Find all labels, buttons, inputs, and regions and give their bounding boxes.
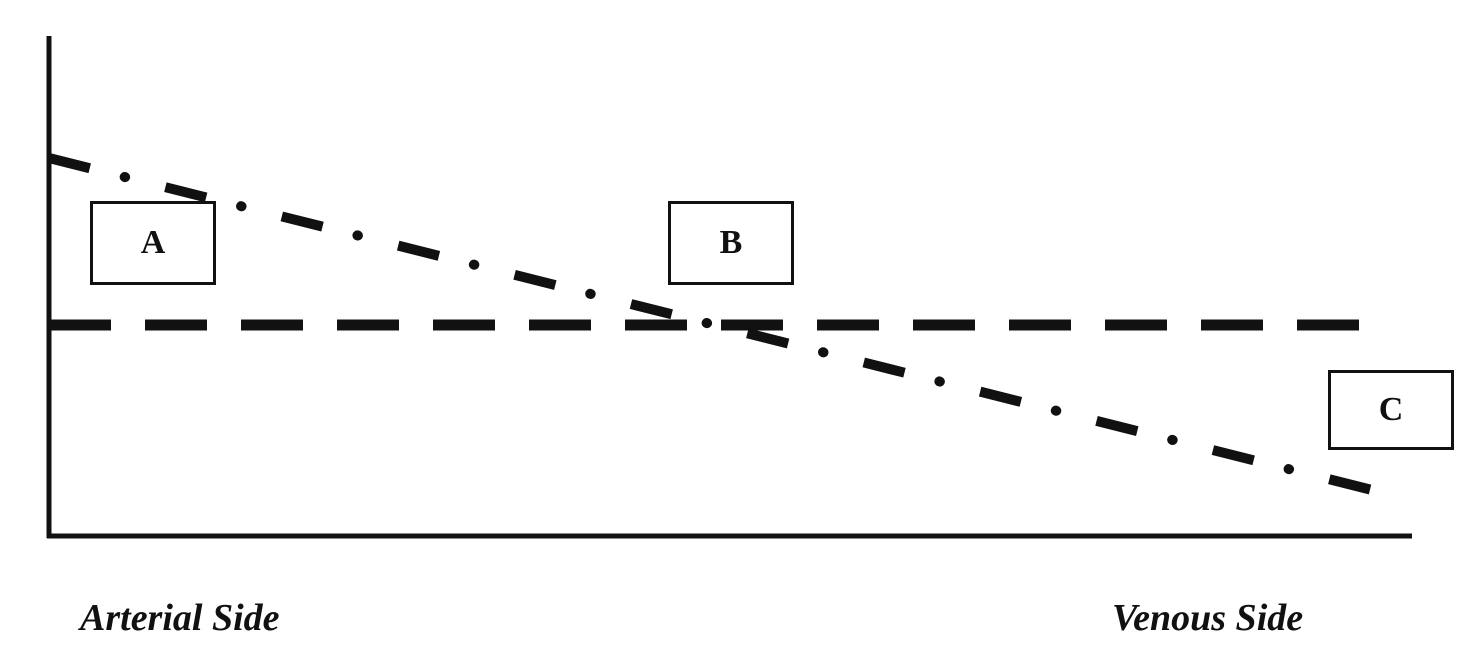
dash-dot-descending-line-dots xyxy=(44,153,1377,495)
box-b: B xyxy=(668,201,794,285)
box-c: C xyxy=(1328,370,1454,450)
arterial-side-label: Arterial Side xyxy=(80,597,280,639)
venous-side-label: Venous Side xyxy=(1112,597,1304,639)
box-a: A xyxy=(90,201,216,285)
